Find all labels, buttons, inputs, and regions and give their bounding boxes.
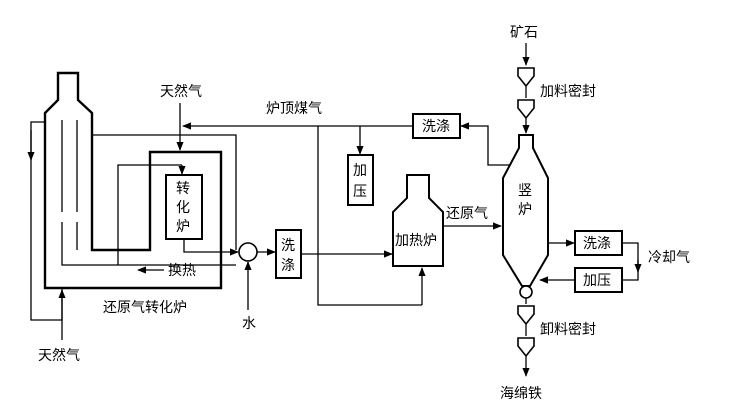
pressurize-top-char-1: 加 xyxy=(353,163,367,179)
water-label: 水 xyxy=(242,316,256,332)
reducing-gas-label: 还原气 xyxy=(446,206,488,222)
reformer-furnace-label: 还原气转化炉 xyxy=(103,300,187,316)
wash-box-top xyxy=(412,113,461,139)
wash-mid-char-1: 洗 xyxy=(281,238,295,254)
top-gas-label: 炉顶煤气 xyxy=(266,101,322,117)
reformer-box xyxy=(165,174,203,240)
bypass-line xyxy=(317,126,422,306)
cooling-gas-label: 冷却气 xyxy=(648,250,690,266)
shaft-outlet-valve xyxy=(519,285,533,299)
reformer-structure xyxy=(27,71,237,321)
pressurize-box-right xyxy=(574,267,623,293)
discharge-seal-label: 卸料密封 xyxy=(540,321,596,338)
heater-furnace xyxy=(392,174,444,267)
ore-label: 矿石 xyxy=(510,25,538,41)
mixer-circle xyxy=(238,242,258,262)
pressurize-top-char-2: 压 xyxy=(353,184,367,200)
heat-exchange-label: 换热 xyxy=(168,262,196,279)
reformer-char-3: 炉 xyxy=(176,219,190,235)
heater-label: 加热炉 xyxy=(395,233,437,249)
natural-gas-top-label: 天然气 xyxy=(160,83,202,100)
shaft-to-wash xyxy=(460,122,515,166)
shaft-char-2: 炉 xyxy=(518,202,532,218)
shaft-char-1: 竖 xyxy=(518,183,532,199)
pressurize-box-top xyxy=(347,154,374,206)
reformer-outlet xyxy=(183,239,239,256)
left-recirc-line xyxy=(30,121,63,321)
top-gas-to-reformer xyxy=(92,134,237,250)
discharge-hopper-2 xyxy=(517,337,535,358)
wash-mid-char-2: 涤 xyxy=(281,258,295,274)
reformer-inner-left2 xyxy=(61,222,236,266)
inner-loop-line xyxy=(117,164,182,265)
discharge-hopper-1 xyxy=(517,305,535,326)
reformer-outer-wall xyxy=(43,71,223,290)
feed-seal-label: 加料密封 xyxy=(540,83,596,100)
wash-right-label: 洗涤 xyxy=(583,236,611,252)
natural-gas-bottom-label: 天然气 xyxy=(38,347,80,364)
feed-hopper-2 xyxy=(517,99,535,120)
sponge-iron-label: 海绵铁 xyxy=(500,385,542,402)
reformer-char-2: 化 xyxy=(176,200,190,216)
pressurize-right-label: 加压 xyxy=(583,273,611,289)
cooling-loop xyxy=(622,242,639,281)
shaft-furnace xyxy=(502,134,549,287)
wash-top-label: 洗涤 xyxy=(422,119,450,135)
feed-hopper-1 xyxy=(517,67,535,88)
reformer-char-1: 转 xyxy=(176,181,190,197)
